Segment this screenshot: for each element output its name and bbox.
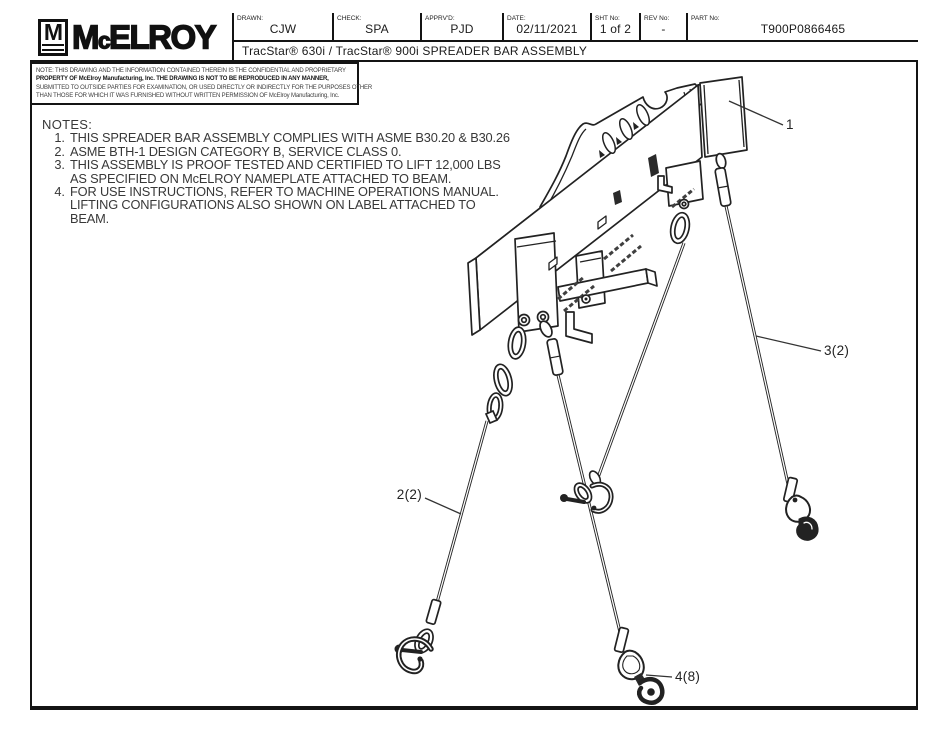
cable-front-left bbox=[434, 420, 489, 607]
lug-slots bbox=[599, 104, 651, 158]
spreader-beam bbox=[467, 76, 748, 344]
proprietary-note-box: NOTE: THIS DRAWING AND THE INFORMATION C… bbox=[30, 62, 373, 105]
field-drawn-value: CJW bbox=[269, 21, 297, 36]
field-approved: APPRV'D: PJD bbox=[422, 13, 504, 40]
leader-item-4 bbox=[645, 674, 673, 678]
wire-rope-cables bbox=[434, 205, 790, 633]
cable-front-right bbox=[594, 242, 686, 484]
notes-section: NOTES: 1. THIS SPREADER BAR ASSEMBLY COM… bbox=[42, 117, 522, 226]
leader-item-1 bbox=[728, 100, 784, 126]
field-check: CHECK: SPA bbox=[334, 13, 422, 40]
logo-m-letter: M bbox=[43, 19, 63, 45]
cable-rear-left bbox=[556, 374, 622, 633]
callout-label-3: 3(2) bbox=[824, 343, 850, 358]
proprietary-note-line: PROPERTY OF McElroy Manufacturing, Inc. … bbox=[36, 76, 329, 83]
note-item-1: 1. THIS SPREADER BAR ASSEMBLY COMPLIES W… bbox=[54, 130, 510, 146]
beam-web-slots bbox=[613, 154, 659, 205]
sheet-border bbox=[30, 13, 918, 710]
callout-label-4: 4(8) bbox=[675, 669, 701, 684]
attachment-hardware bbox=[425, 152, 799, 654]
field-part-number: PART No: T900P0866465 bbox=[688, 13, 918, 40]
callout-leaders bbox=[424, 100, 822, 678]
field-date-value: 02/11/2021 bbox=[516, 21, 578, 36]
note-item-3: 3. THIS ASSEMBLY IS PROOF TESTED AND CER… bbox=[54, 157, 501, 186]
swage-sleeve bbox=[425, 598, 442, 626]
mcelroy-wordmark: McELROY bbox=[71, 17, 217, 56]
field-sheet-label: SHT No: bbox=[595, 14, 620, 22]
title-block-fields: DRAWN: CJW CHECK: SPA APPRV'D: PJD DATE:… bbox=[232, 13, 918, 60]
field-drawn-label: DRAWN: bbox=[237, 14, 264, 22]
cable-rear-right bbox=[724, 205, 790, 485]
field-part-label: PART No: bbox=[691, 14, 720, 22]
field-date-label: DATE: bbox=[507, 14, 526, 22]
turnbuckle-left bbox=[546, 338, 564, 376]
field-sheet-value: 1 of 2 bbox=[599, 21, 632, 36]
beam-label-markings bbox=[557, 187, 695, 313]
logo-stripe bbox=[42, 48, 64, 51]
swage-sleeve bbox=[613, 626, 630, 654]
field-rev-number: REV No: - bbox=[641, 13, 688, 40]
callout-label-1: 1 bbox=[786, 117, 794, 132]
beam-right-end bbox=[699, 76, 748, 158]
proprietary-note-line: THAN THOSE FOR WHICH IT WAS FURNISHED WI… bbox=[36, 93, 340, 100]
proprietary-note-line: SUBMITTED TO OUTSIDE PARTIES FOR EXAMINA… bbox=[36, 84, 373, 91]
field-rev-label: REV No: bbox=[644, 14, 670, 22]
callout-label-2: 2(2) bbox=[396, 487, 422, 502]
field-sheet-number: SHT No: 1 of 2 bbox=[592, 13, 641, 40]
chain-left bbox=[484, 326, 527, 425]
field-rev-value: - bbox=[661, 21, 666, 36]
title-block-row-fields: DRAWN: CJW CHECK: SPA APPRV'D: PJD DATE:… bbox=[234, 13, 918, 42]
field-approved-label: APPRV'D: bbox=[425, 14, 455, 22]
turnbuckle-right bbox=[714, 167, 732, 207]
drawing-title: TracStar® 630i / TracStar® 900i SPREADER… bbox=[242, 44, 588, 58]
field-check-label: CHECK: bbox=[337, 14, 362, 22]
chain-link-right bbox=[669, 211, 691, 245]
left-collar bbox=[514, 232, 559, 333]
logo-stripe bbox=[42, 43, 64, 46]
beam-left-end bbox=[467, 257, 481, 336]
l-foot-bracket bbox=[565, 311, 593, 344]
hook-eye-right bbox=[785, 494, 819, 541]
hook-eye-bottom bbox=[617, 649, 665, 705]
title-block: M McELROY DRAWN: CJW CHECK: SPA APPRV'D:… bbox=[30, 13, 918, 62]
field-date: DATE: 02/11/2021 bbox=[504, 13, 592, 40]
mcelroy-m-icon: M bbox=[38, 19, 68, 56]
field-check-value: SPA bbox=[365, 21, 389, 36]
right-hanger-bracket bbox=[665, 160, 704, 207]
leader-item-2 bbox=[424, 497, 462, 515]
mcelroy-logo: M McELROY bbox=[30, 13, 232, 60]
field-approved-value: PJD bbox=[450, 21, 474, 36]
hook-grab-center bbox=[560, 470, 614, 514]
note-item-2: 2. ASME BTH-1 DESIGN CATEGORY B, SERVICE… bbox=[54, 143, 402, 159]
l-tab-right bbox=[657, 175, 673, 194]
proprietary-note-line: NOTE: THIS DRAWING AND THE INFORMATION C… bbox=[36, 67, 346, 74]
leader-item-3 bbox=[755, 335, 822, 352]
hook-grab-bottom-left bbox=[394, 628, 434, 675]
field-part-value: T900P0866465 bbox=[760, 21, 846, 36]
hook-assemblies bbox=[394, 470, 819, 705]
note-item-4: 4. FOR USE INSTRUCTIONS, REFER TO MACHIN… bbox=[54, 184, 499, 226]
notes-heading: NOTES: bbox=[42, 117, 93, 132]
field-drawn: DRAWN: CJW bbox=[234, 13, 334, 40]
